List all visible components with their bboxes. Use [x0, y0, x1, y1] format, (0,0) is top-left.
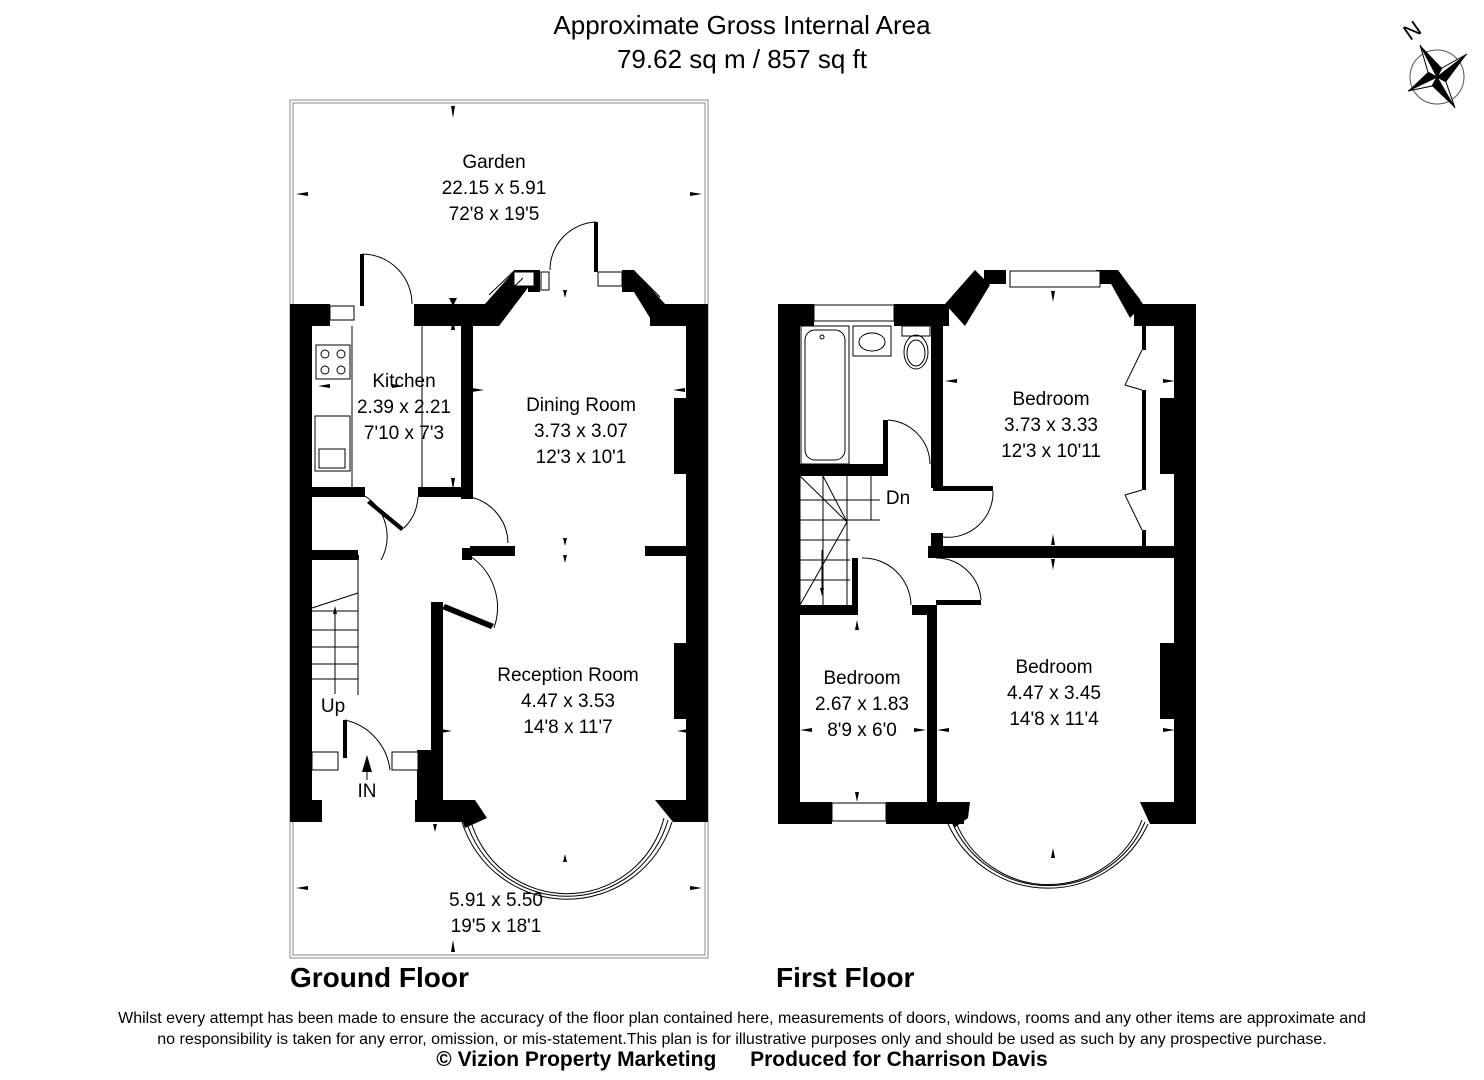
- garden-boundary: [289, 99, 709, 959]
- room-metric: 4.47 x 3.45: [1006, 683, 1102, 704]
- room-imperial: 19'5 x 18'1: [450, 916, 542, 937]
- room-name: Reception Room: [497, 665, 639, 686]
- room-imperial: 72'8 x 19'5: [448, 204, 540, 225]
- room-metric: 2.39 x 2.21: [356, 397, 452, 418]
- credits: © Vizion Property Marketing Produced for…: [0, 1048, 1484, 1072]
- north-compass-rose-icon: N: [1399, 16, 1468, 109]
- first-floor-walls: [778, 270, 1196, 828]
- room-metric: 4.47 x 3.53: [520, 691, 616, 712]
- room-garden: Garden 22.15 x 5.91 72'8 x 19'5: [442, 150, 547, 228]
- room-front-garden: 5.91 x 5.50 19'5 x 18'1: [449, 888, 543, 940]
- ground-floor-walls: [290, 270, 708, 828]
- room-name: Bedroom: [1015, 657, 1093, 678]
- copyright: © Vizion Property Marketing: [436, 1048, 717, 1071]
- room-dining: Dining Room 3.73 x 3.07 12'3 x 10'1: [526, 393, 636, 471]
- room-bedroom-3: Bedroom 4.47 x 3.45 14'8 x 11'4: [1007, 655, 1101, 733]
- entrance-label: IN: [357, 781, 377, 802]
- stairs-up-label: Up: [320, 696, 346, 717]
- ground-floor-title: Ground Floor: [290, 962, 469, 993]
- disclaimer: Whilst every attempt has been made to en…: [0, 1008, 1484, 1050]
- room-metric: 3.73 x 3.07: [533, 421, 629, 442]
- room-imperial: 8'9 x 6'0: [827, 720, 897, 741]
- disclaimer-line-2: no responsibility is taken for any error…: [157, 1031, 1327, 1048]
- room-imperial: 12'3 x 10'11: [1001, 441, 1101, 462]
- room-name: Kitchen: [372, 371, 436, 392]
- room-imperial: 12'3 x 10'1: [535, 447, 627, 468]
- room-name: Garden: [462, 152, 526, 173]
- room-metric: 5.91 x 5.50: [448, 890, 544, 911]
- disclaimer-line-1: Whilst every attempt has been made to en…: [118, 1010, 1366, 1027]
- room-imperial: 7'10 x 7'3: [363, 423, 445, 444]
- room-bedroom-2: Bedroom 2.67 x 1.83 8'9 x 6'0: [815, 666, 909, 744]
- room-bedroom-1: Bedroom 3.73 x 3.33 12'3 x 10'11: [1001, 387, 1101, 465]
- room-imperial: 14'8 x 11'4: [1009, 709, 1099, 730]
- room-kitchen: Kitchen 2.39 x 2.21 7'10 x 7'3: [357, 369, 451, 447]
- stairs-down-label: Dn: [885, 488, 911, 509]
- area-value: 79.62 sq m / 857 sq ft: [616, 44, 868, 74]
- room-reception: Reception Room 4.47 x 3.53 14'8 x 11'7: [497, 663, 639, 741]
- room-imperial: 14'8 x 11'7: [523, 717, 613, 738]
- produced-for: Produced for Charrison Davis: [750, 1048, 1048, 1071]
- area-title: Approximate Gross Internal Area: [553, 10, 931, 40]
- first-floor-title: First Floor: [776, 962, 915, 993]
- room-name: Bedroom: [1012, 389, 1090, 410]
- room-metric: 2.67 x 1.83: [814, 694, 910, 715]
- room-name: Bedroom: [823, 668, 901, 689]
- room-name: Dining Room: [526, 395, 636, 416]
- room-metric: 3.73 x 3.33: [1003, 415, 1099, 436]
- room-metric: 22.15 x 5.91: [441, 178, 547, 199]
- svg-text:N: N: [1399, 16, 1426, 46]
